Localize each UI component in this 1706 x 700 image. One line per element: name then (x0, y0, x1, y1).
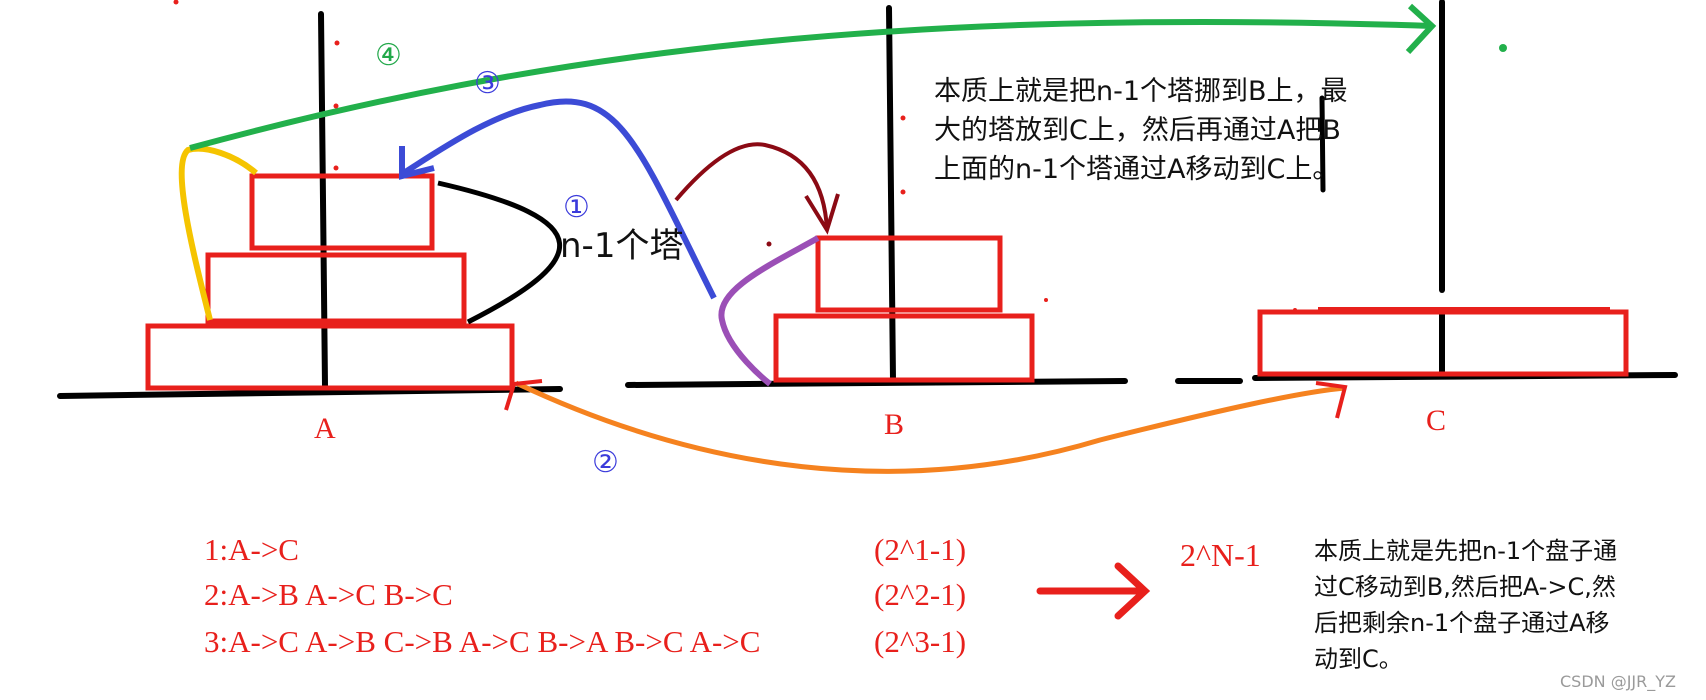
disk-a-large (145, 323, 515, 391)
rod-c-short-mark (1319, 95, 1326, 193)
step-count-2: (2^2-1) (874, 577, 967, 612)
marker-1: ① (563, 190, 590, 225)
stray-dots (173, 0, 1297, 312)
ground-b (625, 378, 1128, 388)
darkred-arrow (674, 142, 829, 231)
marker-2: ② (592, 445, 619, 480)
formula: 2^N-1 (1180, 537, 1261, 573)
marker-4: ④ (375, 38, 402, 73)
top-note-line: 本质上就是把n-1个塔挪到B上，最 (934, 76, 1348, 107)
dot (173, 0, 179, 5)
top-note-line: 大的塔放到C上，然后再通过A把B (934, 115, 1341, 147)
darkred-arrowhead (804, 193, 840, 235)
watermark: CSDN @JJR_YZ (1560, 672, 1676, 691)
step-line-1: 1:A->C (204, 532, 299, 567)
marker-3: ③ (474, 66, 501, 101)
yellow-curve (178, 145, 258, 321)
formula-arrow-head (1114, 562, 1151, 620)
step2-arrowhead-right (1315, 381, 1348, 419)
bottom-note-line: 动到C。 (1314, 645, 1403, 673)
dot (1499, 44, 1507, 52)
bottom-note-line: 过C移动到B,然后把A->C,然 (1314, 573, 1616, 601)
top-note: 本质上就是把n-1个塔挪到B上，最 大的塔放到C上，然后再通过A把B 上面的n-… (934, 72, 1464, 189)
disks (145, 173, 1629, 391)
step3-arrow (400, 98, 717, 300)
step4-arrow (189, 18, 1433, 151)
dot (766, 241, 772, 247)
dot (1044, 298, 1048, 302)
bottom-note: 本质上就是先把n-1个盘子通 过C移动到B,然后把A->C,然 后把剩余n-1个… (1314, 533, 1684, 677)
step-line-2: 2:A->B A->C B->C (204, 577, 453, 612)
disk-b-large (773, 313, 1035, 383)
tower-label: n-1个塔 (560, 226, 684, 266)
disk-c-large (1257, 309, 1629, 377)
dot (1293, 308, 1297, 312)
step-line-3: 3:A->C A->B C->B A->C B->A B->C A->C (204, 624, 761, 659)
step-count-3: (2^3-1) (874, 624, 967, 659)
step4-arrowhead (1405, 3, 1437, 55)
step2-arrowhead-left (504, 379, 543, 411)
rod-a (318, 11, 328, 389)
step3-arrowhead (399, 146, 435, 180)
peg-label-c: C (1426, 404, 1447, 437)
disk-a-medium (205, 252, 467, 324)
dot (900, 115, 906, 121)
bottom-note-line: 本质上就是先把n-1个盘子通 (1314, 537, 1618, 565)
dot (333, 103, 339, 109)
purple-curve (718, 235, 820, 387)
step-count-1: (2^1-1) (874, 532, 967, 567)
top-note-line: 上面的n-1个塔通过A移动到C上。 (934, 154, 1340, 186)
formula-arrow (1036, 562, 1151, 620)
disk-a-small (249, 173, 435, 251)
dot (334, 40, 340, 46)
step2-arrow (514, 380, 1346, 474)
dot (333, 165, 339, 171)
rod-b (886, 5, 896, 383)
bottom-note-line: 后把剩余n-1个盘子通过A移 (1314, 609, 1610, 637)
peg-label-b: B (884, 408, 905, 441)
disk-b-small (815, 235, 1003, 313)
step1-arrow (437, 180, 563, 325)
dot (900, 189, 906, 195)
peg-label-a: A (314, 412, 336, 445)
